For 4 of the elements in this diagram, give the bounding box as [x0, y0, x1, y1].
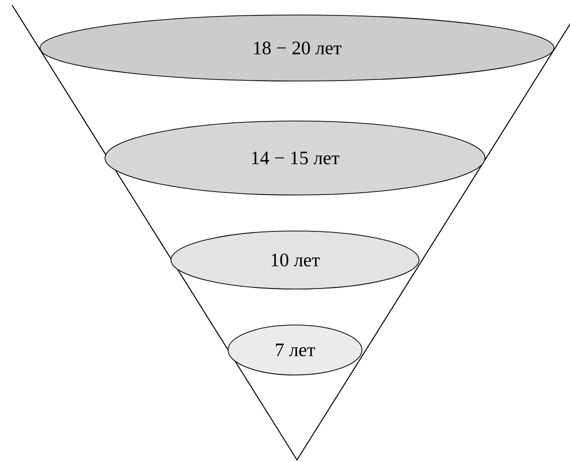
ellipse-layer: 7 лет	[228, 324, 362, 376]
ellipse-layer: 14 − 15 лет	[104, 120, 486, 196]
ellipse-layer: 18 − 20 лет	[40, 14, 554, 82]
ellipse-layer: 10 лет	[170, 230, 420, 290]
